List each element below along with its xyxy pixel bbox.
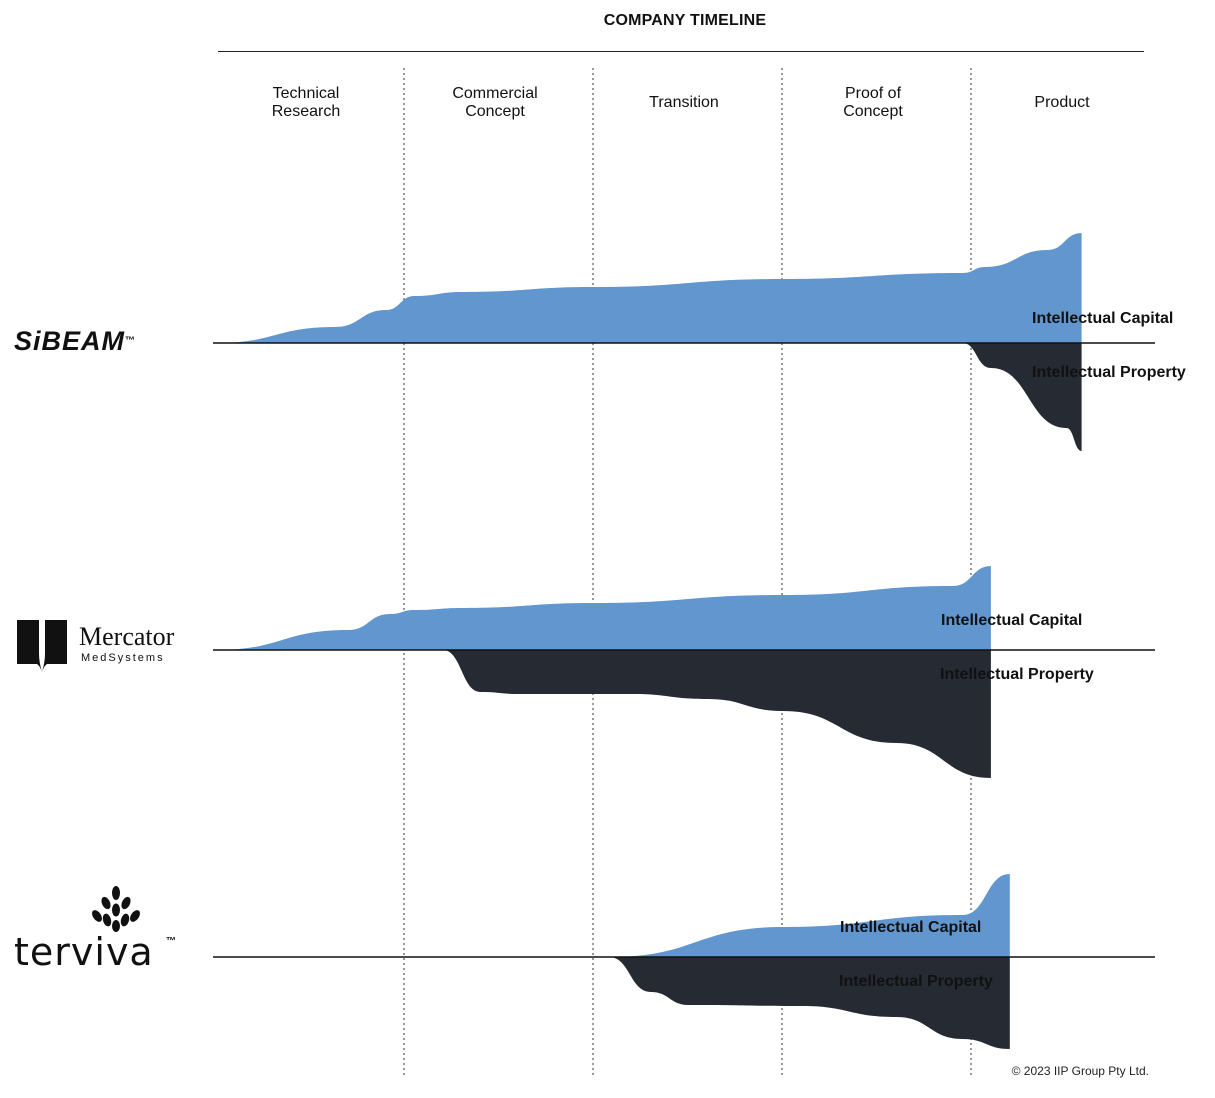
trademark-mark: ™ (125, 335, 136, 347)
phase-line: Product (1034, 94, 1090, 111)
terviva-property-label: Intellectual Property (839, 973, 993, 990)
phase-line: Commercial (452, 85, 538, 102)
sibeam-property-label: Intellectual Property (1032, 364, 1186, 381)
sibeam-property-area (962, 343, 1082, 451)
phase-label-product: Product (972, 94, 1152, 112)
mercator-capital-label: Intellectual Capital (941, 612, 1083, 629)
mercator-logo-subtext: MedSystems (81, 652, 165, 664)
phase-label-technical-research: Technical Research (216, 85, 396, 121)
phase-label-commercial-concept: Commercial Concept (405, 85, 585, 121)
phase-line: Concept (843, 103, 903, 120)
phase-label-transition: Transition (594, 94, 774, 112)
terviva-property-area (609, 957, 1010, 1049)
terviva-leaves-icon (92, 886, 140, 932)
mercator-property-label: Intellectual Property (940, 666, 1094, 683)
sibeam-capital-label: Intellectual Capital (1032, 310, 1174, 327)
phase-line: Transition (649, 94, 719, 111)
phase-line: Research (271, 103, 341, 120)
terviva-capital-area (609, 874, 1010, 957)
terviva-capital-label: Intellectual Capital (840, 919, 982, 936)
mercator-logo-text: Mercator (79, 622, 175, 651)
title-rule (218, 51, 1144, 52)
mercator-mark-icon (17, 620, 67, 672)
chart-title: COMPANY TIMELINE (603, 12, 767, 29)
phase-line: Concept (465, 103, 525, 120)
sibeam-logo-text: SiBEAM (14, 326, 126, 356)
sibeam-capital-area (216, 233, 1082, 343)
sibeam-logo: SiBEAM™ (14, 326, 135, 357)
phase-line: Proof of (844, 85, 902, 102)
terviva-logo-text: terviva (14, 930, 154, 974)
copyright-notice: © 2023 IIP Group Pty Ltd. (1011, 1064, 1149, 1078)
trademark-mark: ™ (166, 936, 176, 947)
phase-line: Technical (272, 85, 340, 102)
mercator-capital-area (216, 556, 991, 650)
mercator-property-area (442, 650, 991, 778)
phase-label-proof-of-concept: Proof of Concept (783, 85, 963, 121)
